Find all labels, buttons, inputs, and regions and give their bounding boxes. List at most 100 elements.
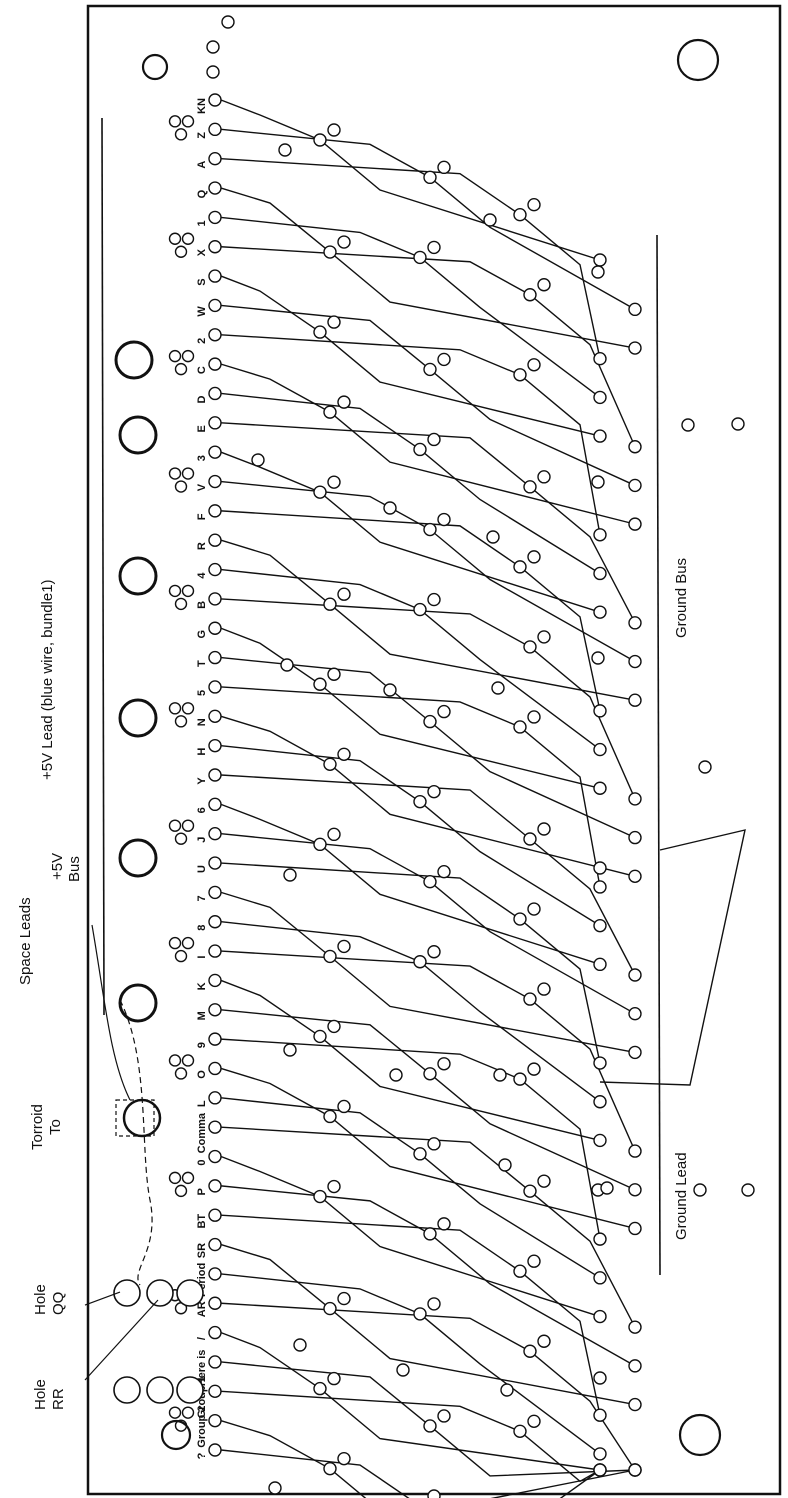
solder-pad (327, 123, 341, 137)
solder-pad (498, 1158, 512, 1172)
key-label: 7 (196, 895, 208, 901)
solder-pad (593, 1095, 607, 1109)
key-label: 2 (196, 338, 208, 344)
solder-pad (628, 1359, 642, 1373)
solder-pad (593, 880, 607, 894)
key-label: Comma (196, 1112, 208, 1153)
solder-pad (591, 651, 605, 665)
key-label: H (196, 748, 208, 756)
solder-pad (523, 832, 537, 846)
solder-pad (493, 1068, 507, 1082)
key-pad (208, 445, 222, 459)
hole-rr-label-2: RR (50, 1388, 67, 1410)
solder-pad (593, 1309, 607, 1324)
solder-pad (337, 395, 351, 409)
solder-pad (437, 704, 451, 719)
solder-pad (327, 827, 341, 842)
mounting-hole-bottom-left (160, 1419, 192, 1451)
key-label: 4 (196, 572, 208, 579)
cluster-pad (181, 349, 195, 363)
key-pad (208, 1325, 222, 1340)
key-pad (208, 1296, 222, 1310)
solder-pad (427, 1137, 441, 1151)
solder-pad (423, 170, 437, 185)
cluster-pad (174, 597, 188, 611)
solder-pad (427, 1489, 441, 1498)
plus5v-lead-label: +5V Lead (blue wire, bundle1) (39, 579, 56, 780)
key-label: / (196, 1337, 208, 1340)
key-pad (208, 269, 222, 283)
hole-pad (176, 1376, 204, 1404)
plus5v-bus-label-1: +5V (49, 853, 66, 880)
trace (220, 1273, 601, 1455)
solder-pad (628, 1320, 642, 1334)
key-label: A (196, 161, 208, 169)
solder-pad (427, 1297, 441, 1311)
key-pad (208, 856, 222, 870)
cluster-pad (168, 1054, 182, 1067)
solder-pad (437, 1409, 451, 1423)
trace (220, 1067, 636, 1230)
solder-pad (523, 288, 537, 302)
key-label: Here is (196, 1350, 208, 1387)
key-pad (208, 1120, 222, 1134)
solder-pad (500, 1383, 514, 1397)
key-label: Group 2 (196, 1406, 208, 1448)
board-outline (86, 4, 782, 1496)
key-label: L (196, 1100, 208, 1107)
trace (220, 1126, 636, 1328)
key-label: P (196, 1188, 208, 1195)
key-label: M (196, 1011, 208, 1020)
cluster-pad (168, 349, 182, 363)
solder-pad (593, 1232, 607, 1246)
hole-qq-label-1: Hole (32, 1284, 49, 1315)
solder-pad (523, 992, 537, 1006)
trace (220, 1243, 636, 1406)
solder-pad (681, 418, 695, 432)
solder-pad (413, 1307, 427, 1321)
solder-pad (593, 528, 607, 542)
solder-pad (693, 1183, 707, 1197)
solder-pad (280, 658, 294, 672)
solder-pad (337, 235, 351, 249)
solder-pad (323, 1461, 337, 1476)
key-pad (208, 1061, 222, 1076)
solder-pad (593, 429, 607, 443)
solder-pad (593, 253, 607, 267)
solder-pad (413, 794, 427, 809)
key-pad (208, 885, 222, 900)
cluster-pad (168, 1171, 182, 1185)
key-pad (208, 357, 222, 371)
solder-pad (427, 945, 441, 959)
solder-pad (278, 143, 292, 157)
key-label: 6 (196, 807, 208, 813)
trace (220, 627, 601, 789)
key-pad (208, 592, 222, 606)
trace (220, 1009, 636, 1191)
key-pad (208, 621, 222, 635)
trace (220, 598, 636, 800)
solder-pad (537, 470, 551, 484)
key-pad (208, 386, 222, 401)
solder-pad (527, 358, 541, 372)
solder-pad (628, 302, 642, 317)
solder-pad (628, 1397, 642, 1412)
trace (220, 1361, 636, 1477)
key-label: C (196, 366, 208, 374)
solder-pad (593, 605, 607, 619)
mounting-hole-top-right (676, 38, 720, 82)
solder-pad (628, 869, 642, 884)
solder-pad (427, 592, 441, 607)
solder-pad (327, 1371, 341, 1386)
key-label: 8 (196, 925, 208, 931)
key-pad (208, 298, 222, 313)
cluster-pad (168, 936, 182, 950)
cluster-pad (181, 584, 195, 598)
solder-pad (628, 440, 642, 454)
key-pad (208, 151, 222, 166)
solder-pad (413, 1147, 427, 1161)
solder-pad (593, 861, 607, 875)
key-pad (208, 122, 222, 137)
cluster-pad (181, 702, 195, 715)
